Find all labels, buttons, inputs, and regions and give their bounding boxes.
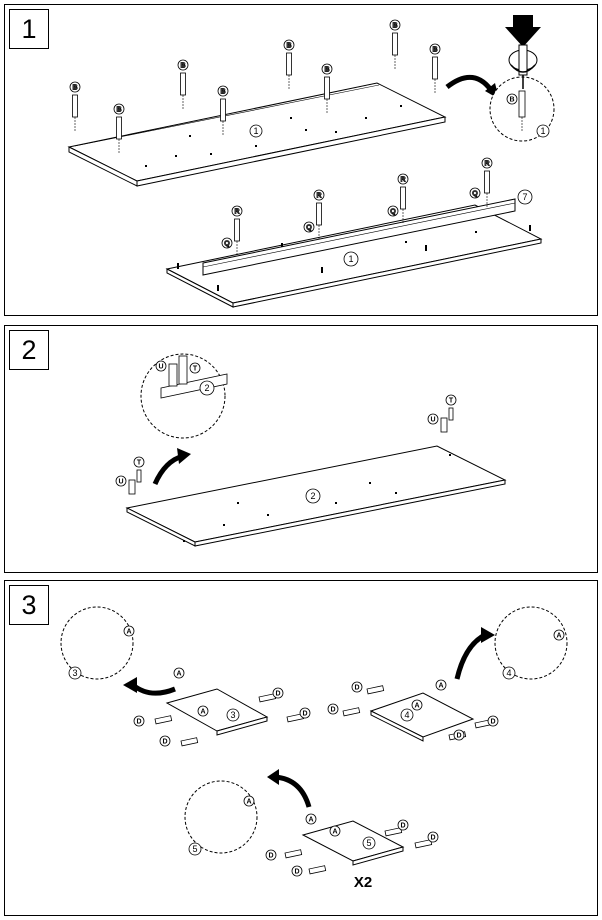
- quantity-multiplier: X2: [354, 874, 372, 891]
- svg-text:3: 3: [72, 668, 77, 678]
- bracket-screw-right: U T: [427, 394, 457, 433]
- detail-circle-3: [60, 606, 134, 680]
- rail-part-7: [202, 198, 516, 276]
- bolt-r-label: R: [484, 161, 489, 168]
- svg-text:3: 3: [230, 710, 235, 720]
- bolt-b-label: B: [286, 43, 291, 50]
- bolts-r: R R R R Q Q Q Q: [221, 157, 493, 255]
- svg-text:4: 4: [506, 668, 511, 678]
- cam-a-label: A: [308, 817, 313, 824]
- screwdriver-icon: [505, 15, 541, 89]
- part-label-1-lower: 1: [348, 254, 353, 264]
- svg-text:4: 4: [404, 710, 409, 720]
- curved-arrow-icon: [454, 632, 487, 680]
- detail-circle-5: [184, 780, 258, 854]
- detail-circle-4: [494, 606, 568, 680]
- cam-a-label: A: [414, 703, 419, 710]
- cam-a-label: A: [556, 633, 561, 640]
- svg-text:T: T: [137, 460, 142, 467]
- detail-bolt-label: B: [509, 97, 514, 104]
- detail-panel-label: 1: [540, 126, 545, 136]
- svg-text:U: U: [430, 417, 435, 424]
- step-number-2: 2: [9, 330, 49, 370]
- washer-q-label: Q: [390, 209, 396, 216]
- bolt-b-label: B: [324, 67, 329, 74]
- dowel-d-label: D: [275, 691, 280, 698]
- dowel-d-label: D: [400, 823, 405, 830]
- dowel-d-label: D: [456, 733, 461, 740]
- dowel-d-label: D: [302, 711, 307, 718]
- step-3-panel: 3 3 4 5 X2 3 4 5 A A A A A A A A A D: [4, 580, 598, 916]
- bolt-b-label: B: [220, 89, 225, 96]
- cam-a-label: A: [246, 799, 251, 806]
- dowel-d-label: D: [354, 685, 359, 692]
- dowel-d-label: D: [294, 869, 299, 876]
- dowel-d-label: D: [268, 853, 273, 860]
- bolt-r-label: R: [316, 193, 321, 200]
- bolt-b-label: B: [116, 107, 121, 114]
- bolt-b-label: B: [392, 23, 397, 30]
- dowel-d-label: D: [430, 835, 435, 842]
- step-2-illustration: 2 U T U T: [115, 353, 507, 547]
- curved-arrow-icon: [274, 774, 312, 808]
- step-number-3: 3: [9, 585, 49, 625]
- dowels: D D D D D D D D D D D D: [133, 681, 499, 877]
- rail-label: 7: [522, 192, 527, 202]
- step-1-illustration: 1 B B B B B B B B 1 B: [67, 15, 555, 308]
- detail-circle-2: [140, 353, 226, 439]
- svg-text:5: 5: [366, 838, 371, 848]
- bolt-r-label: R: [400, 177, 405, 184]
- svg-text:T: T: [193, 366, 198, 373]
- washer-q-label: Q: [472, 191, 478, 198]
- cam-a-label: A: [176, 671, 181, 678]
- panel-2-label: 2: [310, 491, 315, 501]
- cam-a-label: A: [126, 629, 131, 636]
- bracket-screw-left: U T: [115, 456, 145, 495]
- step-3-illustration: 3 4 5 X2 3 4 5 A A A A A A A A A D D D D D D D D D D D D: [60, 606, 568, 891]
- svg-text:T: T: [449, 398, 454, 405]
- svg-text:5: 5: [192, 844, 197, 854]
- cam-a-label: A: [438, 683, 443, 690]
- step-2-panel: 2 2 U T U T: [4, 325, 598, 573]
- step-1-panel: 1 1 B B B B B B B B 1 B: [4, 4, 598, 316]
- svg-text:2: 2: [204, 383, 209, 393]
- bolts-b: B B B B B B B B: [69, 19, 441, 153]
- part-callout-1: [249, 124, 263, 138]
- bolt-b-label: B: [432, 47, 437, 54]
- dowel-d-label: D: [330, 707, 335, 714]
- washer-q-label: Q: [224, 241, 230, 248]
- part-label-1: 1: [253, 126, 258, 136]
- dowel-d-label: D: [136, 719, 141, 726]
- dowel-d-label: D: [162, 739, 167, 746]
- curved-arrow-icon: [131, 682, 176, 696]
- washer-q-label: Q: [306, 225, 312, 232]
- cam-a-label: A: [332, 829, 337, 836]
- svg-text:U: U: [118, 479, 123, 486]
- svg-text:U: U: [158, 364, 163, 371]
- step-number-1: 1: [9, 9, 49, 49]
- dowel-d-label: D: [490, 719, 495, 726]
- cam-a-label: A: [200, 709, 205, 716]
- cam-locks: A A A A A A A A A: [123, 625, 565, 837]
- bolt-b-label: B: [180, 63, 185, 70]
- bolt-r-label: R: [234, 209, 239, 216]
- bolt-b-label: B: [72, 85, 77, 92]
